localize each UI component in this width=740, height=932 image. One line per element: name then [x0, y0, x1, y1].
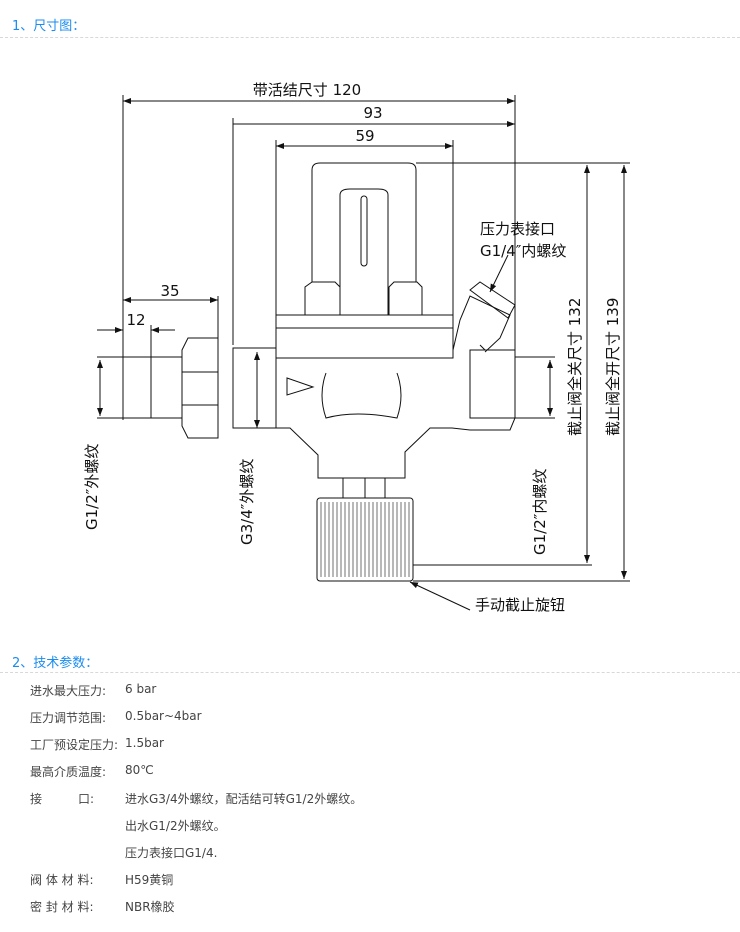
param-label: 工厂预设定压力: — [30, 738, 119, 752]
param-row: 接 口: 进水G3/4外螺纹，配活结可转G1/2外螺纹。 — [30, 790, 362, 807]
param-row: 进水最大压力: 6 bar — [30, 682, 156, 699]
param-label: 密 封 材 料: — [30, 900, 94, 914]
dimension-drawing: 带活结尺寸 120 93 59 35 12 压力表接口 G1/4″内螺纹 G1/… — [83, 81, 630, 614]
param-value: 0.5bar~4bar — [125, 709, 202, 723]
section-title-params: 2、技术参数： — [12, 656, 99, 671]
param-label: 阀 体 材 料: — [30, 873, 94, 887]
param-value: 6 bar — [125, 682, 157, 696]
param-row: 阀 体 材 料: H59黄铜 — [30, 871, 173, 888]
dim-93: 93 — [363, 104, 382, 122]
param-row: 最高介质温度: 80℃ — [30, 763, 154, 780]
dim-12: 12 — [126, 311, 145, 329]
union-thread-label: G1/2″外螺纹 — [83, 444, 101, 530]
param-row: 压力调节范围: 0.5bar~4bar — [30, 709, 202, 726]
param-value: 进水G3/4外螺纹，配活结可转G1/2外螺纹。 — [125, 792, 363, 806]
outlet-thread-label: G1/2″内螺纹 — [531, 469, 549, 555]
param-value: 80℃ — [125, 763, 154, 777]
section-title-dimensions: 1、尺寸图： — [12, 19, 86, 34]
open-height-label: 截止阀全开尺寸 139 — [604, 298, 622, 436]
param-row: 工厂预设定压力: 1.5bar — [30, 736, 164, 753]
divider — [0, 672, 740, 673]
param-value: 1.5bar — [125, 736, 164, 750]
param-label: 最高介质温度: — [30, 765, 107, 779]
closed-height-label: 截止阀全关尺寸 132 — [566, 298, 584, 436]
param-label: 进水最大压力: — [30, 684, 107, 698]
param-label: 接 口: — [30, 792, 95, 806]
gauge-port-thread: G1/4″内螺纹 — [480, 242, 566, 260]
knob-label: 手动截止旋钮 — [475, 596, 565, 614]
param-value-continued: 出水G1/2外螺纹。 — [125, 819, 226, 833]
param-value-continued: 压力表接口G1/4. — [125, 846, 218, 860]
param-label: 压力调节范围: — [30, 711, 107, 725]
param-row: 密 封 材 料: NBR橡胶 — [30, 898, 175, 915]
gauge-port-label: 压力表接口 — [480, 220, 555, 238]
inlet-thread-label: G3/4″外螺纹 — [238, 459, 256, 545]
dim-59: 59 — [355, 127, 374, 145]
divider — [0, 37, 740, 38]
dim-union-length: 带活结尺寸 120 — [253, 81, 361, 99]
param-value: H59黄铜 — [125, 873, 174, 887]
dim-35: 35 — [160, 282, 179, 300]
param-value: NBR橡胶 — [125, 900, 175, 914]
